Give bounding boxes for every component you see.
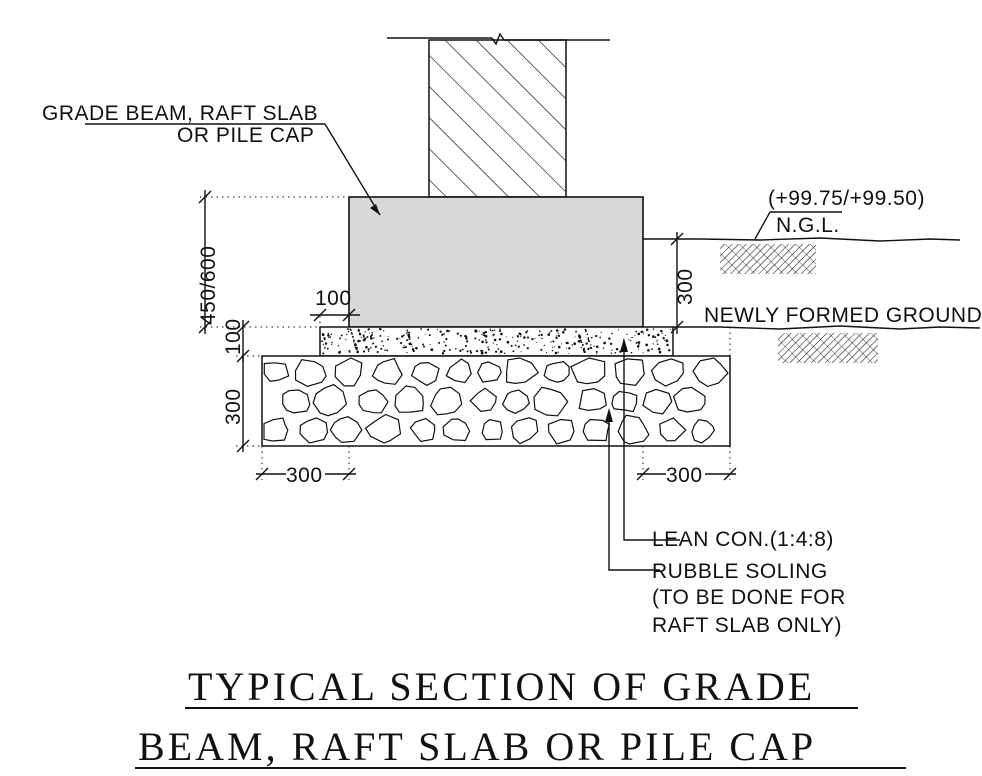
dim-left-offset-text: 300 [286, 464, 323, 487]
newly-formed-ground-line [673, 325, 981, 363]
grade-beam-block [348, 196, 644, 328]
dim-projection-text: 100 [315, 287, 352, 310]
label-lean-concrete: LEAN CON.(1:4:8) [620, 338, 834, 551]
rubble-soling-layer [261, 355, 731, 447]
dim-right-offset-text: 300 [666, 464, 703, 487]
title-line1: TYPICAL SECTION OF GRADE [188, 664, 815, 709]
dim-soling-thickness: 300 [222, 356, 250, 453]
label-ngl: (+99.75/+99.50) N.G.L. [754, 187, 925, 240]
drawing-title: TYPICAL SECTION OF GRADE BEAM, RAFT SLAB… [135, 664, 906, 769]
dim-ground-height: 300 [670, 232, 697, 334]
label-level: (+99.75/+99.50) [768, 187, 925, 210]
label-rubble-soling: RUBBLE SOLING (TO BE DONE FOR RAFT SLAB … [605, 408, 846, 637]
dim-soling-thickness-text: 300 [222, 388, 245, 425]
dim-lean-thickness-text: 100 [222, 318, 245, 355]
column [387, 32, 610, 198]
natural-ground-line [643, 237, 961, 274]
label-grade-beam-line2: OR PILE CAP [177, 124, 314, 147]
label-lean-concrete-text: LEAN CON.(1:4:8) [652, 528, 834, 551]
label-rubble-soling-line3: RAFT SLAB ONLY) [652, 614, 842, 637]
label-newly-formed-ground: NEWLY FORMED GROUND [704, 304, 982, 327]
label-newly-formed-ground-text: NEWLY FORMED GROUND [704, 304, 982, 327]
dim-lean-thickness: 100 [222, 318, 250, 363]
dim-beam-depth-text: 450/600 [197, 246, 220, 325]
label-rubble-soling-line2: (TO BE DONE FOR [652, 586, 846, 609]
dim-projection: 100 [310, 287, 360, 322]
label-grade-beam: GRADE BEAM, RAFT SLAB OR PILE CAP [42, 102, 381, 216]
lean-concrete-layer [319, 326, 674, 357]
dim-beam-depth: 450/600 [197, 190, 220, 334]
label-rubble-soling-line1: RUBBLE SOLING [652, 560, 828, 583]
dim-left-offset: 300 [255, 464, 356, 487]
title-line2: BEAM, RAFT SLAB OR PILE CAP [138, 724, 816, 769]
dim-ground-height-text: 300 [674, 268, 697, 305]
dim-right-offset: 300 [636, 464, 737, 487]
label-grade-beam-line1: GRADE BEAM, RAFT SLAB [42, 102, 318, 125]
label-ngl-text: N.G.L. [776, 214, 840, 237]
